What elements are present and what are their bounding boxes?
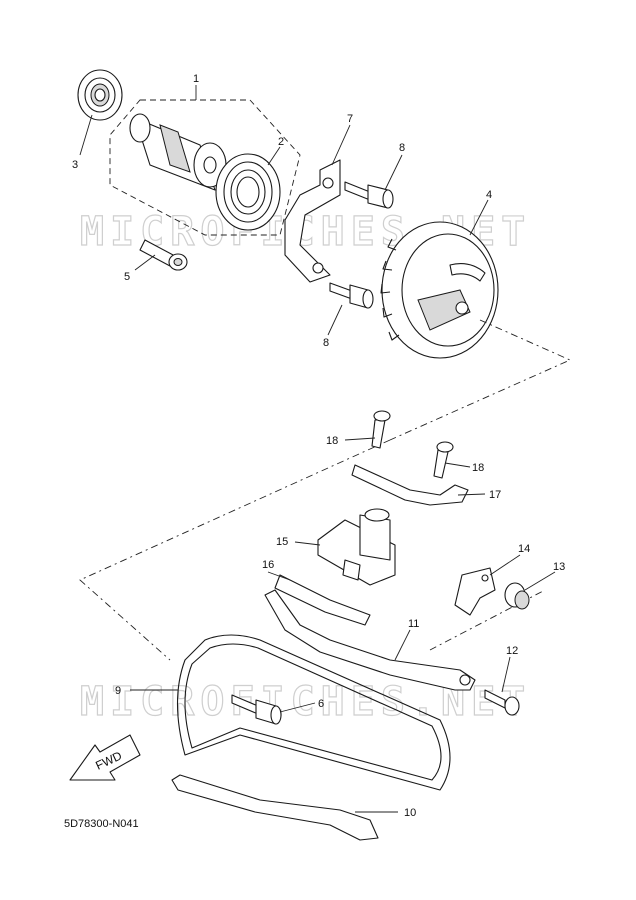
label-part-17: 17 [489,489,501,501]
label-part-1: 1 [193,73,199,85]
label-part-18-right: 18 [472,462,484,474]
fwd-direction-arrow: FWD [69,734,141,781]
part-guide-14[interactable] [454,567,496,616]
label-part-7: 7 [347,113,353,125]
label-part-4: 4 [486,189,492,201]
part-camshaft-1[interactable] [129,113,227,191]
part-bolt-18-left[interactable] [371,410,391,449]
label-part-10: 10 [404,807,416,819]
label-part-12: 12 [506,645,518,657]
part-cam-sprocket-4[interactable] [380,221,499,359]
part-labels: 1 2 3 4 5 6 7 8 8 9 10 11 12 13 14 15 16… [72,73,565,819]
part-bolt-12[interactable] [484,689,520,716]
label-part-9: 9 [115,685,121,697]
label-part-13: 13 [553,561,565,573]
part-pin-5[interactable] [139,239,188,271]
part-plate-17[interactable] [351,464,469,506]
part-bolt-18-right[interactable] [433,441,454,479]
part-bearing-2[interactable] [215,153,281,231]
label-part-5: 5 [124,271,130,283]
part-collar-13[interactable] [504,582,530,610]
camshaft-assembly-outline [109,99,301,236]
label-part-8-lower: 8 [323,337,329,349]
label-part-14: 14 [518,543,530,555]
part-cam-chain-9[interactable] [176,634,451,791]
alignment-line-left [79,439,391,661]
part-bolt-8-upper[interactable] [344,181,394,209]
part-chain-guide-10[interactable] [171,774,379,841]
part-bolt-6[interactable] [231,694,282,725]
label-part-8-upper: 8 [399,142,405,154]
part-tensioner-15[interactable] [317,508,396,586]
label-part-18-left: 18 [326,435,338,447]
part-chain-guide-11[interactable] [264,589,476,691]
drawing-code: 5D78300-N041 [64,818,139,830]
label-part-3: 3 [72,159,78,171]
label-part-2: 2 [278,136,284,148]
part-bearing-3[interactable] [77,69,123,121]
label-part-11: 11 [408,618,419,630]
label-part-6: 6 [318,698,324,710]
label-part-16: 16 [262,559,274,571]
part-gasket-16[interactable] [274,574,371,626]
label-part-15: 15 [276,536,288,548]
part-bolt-8-lower[interactable] [329,282,374,309]
leader-lines [79,85,556,813]
part-bracket-7[interactable] [284,159,341,283]
